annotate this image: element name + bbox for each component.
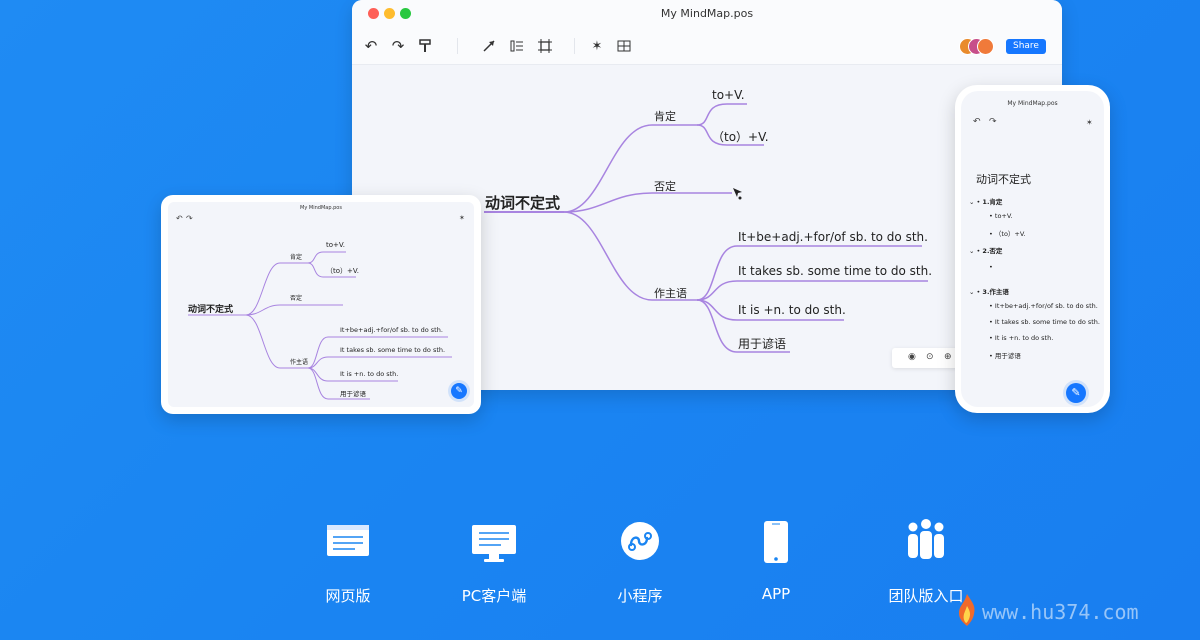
magic-icon[interactable]: ✶ [459,214,465,222]
maximize-window-button[interactable] [400,8,411,19]
redo-icon[interactable]: ↷ [186,214,193,223]
arrow-icon[interactable] [480,37,498,55]
minimize-window-button[interactable] [384,8,395,19]
mindmap-leaf-node[interactable]: It is +n. to do sth. [738,303,846,317]
mindmap-leaf-node[interactable]: It+be+adj.+for/of sb. to do sth. [340,326,443,334]
flame-logo-icon [959,594,975,626]
tablet-device: My MindMap.pos ↶ ↷ ✶ 动词不定式 肯定 to+V. （to）… [161,195,481,414]
platform-label: 小程序 [617,587,663,605]
outline-section-label: 3.作主语 [982,288,1009,296]
outline-item-label: （to）+V. [994,230,1026,238]
tablet-screen: My MindMap.pos ↶ ↷ ✶ 动词不定式 肯定 to+V. （to）… [168,202,474,407]
site-watermark: www.hu374.com [950,590,1190,630]
toolbar-separator [457,38,458,54]
window-title: My MindMap.pos [1007,100,1058,107]
mindmap-leaf-node[interactable]: 用于谚语 [738,337,787,351]
watermark-text: www.hu374.com [982,600,1139,624]
mindmap-leaf-node[interactable]: to+V. [326,241,346,249]
outline-item-label: 用于谚语 [994,352,1021,360]
outline-section[interactable]: ⌄ • 3.作主语 [969,288,1009,296]
redo-icon[interactable]: ↷ [391,37,405,55]
mindmap-leaf-node[interactable]: It takes sb. some time to do sth. [340,346,446,354]
outline-item-label: It is +n. to do sth. [994,334,1054,342]
platform-label: PC客户端 [461,587,527,605]
frame-icon[interactable] [536,37,554,55]
platform-label: 团队版入口 [888,587,964,605]
redo-icon[interactable]: ↷ [989,117,997,127]
outline-title: 动词不定式 [976,173,1031,186]
mindmap-branch-node[interactable]: 否定 [654,180,676,193]
edit-pen-icon[interactable]: ✎ [451,383,467,399]
platform-pc[interactable]: PC客户端 [429,518,559,608]
mindmap-leaf-node[interactable]: （to）+V. [326,267,360,275]
mindmap-leaf-node[interactable]: （to）+V. [712,130,769,144]
mindmap-branch-node[interactable]: 作主语 [290,359,309,366]
window-title: My MindMap.pos [660,7,754,20]
mindmap-leaf-node[interactable]: 用于谚语 [340,390,366,398]
outline-item[interactable]: • （to）+V. [989,230,1026,238]
mindmap-leaf-node[interactable]: It+be+adj.+for/of sb. to do sth. [738,230,928,244]
mobile-phone-icon [764,521,788,563]
toolbar: ↶ ↷ ✶ Share [352,28,1062,65]
layout-icon[interactable] [615,37,633,55]
phone-device: My MindMap.pos ↶ ↷ ✶ 动词不定式 ⌄ • 1.肯定 • to… [955,85,1110,413]
platform-label: APP [761,585,791,603]
outline-item[interactable]: • [989,263,993,271]
mindmap-branches [188,251,452,400]
focus-icon[interactable]: ⊙ [926,352,934,362]
outline-item-label: It+be+adj.+for/of sb. to do sth. [994,302,1098,310]
magic-icon[interactable]: ✶ [591,38,603,54]
outline-item[interactable]: • It takes sb. some time to do sth. [989,318,1100,326]
outline-item-label: It takes sb. some time to do sth. [994,318,1100,326]
close-window-button[interactable] [368,8,379,19]
platform-mini-program[interactable]: 小程序 [575,518,705,608]
mouse-cursor-icon [732,186,746,205]
mindmap-branch-node[interactable]: 作主语 [654,287,687,300]
mini-program-icon [621,522,659,560]
edit-pen-icon[interactable]: ✎ [1066,383,1086,403]
outline-section[interactable]: ⌄ • 2.否定 [969,247,1003,255]
toolbar-separator [574,38,575,54]
mindmap-branches [484,103,928,353]
outline-item[interactable]: • It is +n. to do sth. [989,334,1054,342]
undo-icon[interactable]: ↶ [973,117,981,127]
insert-row-icon[interactable] [508,37,526,55]
outline-item[interactable]: • 用于谚语 [989,352,1021,360]
desktop-monitor-icon [472,525,516,562]
outline-item[interactable]: • It+be+adj.+for/of sb. to do sth. [989,302,1098,310]
mindmap-root-node[interactable]: 动词不定式 [485,194,561,212]
mindmap-root-node[interactable]: 动词不定式 [188,305,234,315]
outline-section[interactable]: ⌄ • 1.肯定 [969,198,1003,206]
platform-app[interactable]: APP [711,518,841,608]
platform-label: 网页版 [325,587,371,605]
mindmap-leaf-node[interactable]: It takes sb. some time to do sth. [738,264,933,278]
collaborator-avatars[interactable] [959,38,997,55]
mindmap-leaf-node[interactable]: It is +n. to do sth. [340,370,399,378]
phone-screen: My MindMap.pos ↶ ↷ ✶ 动词不定式 ⌄ • 1.肯定 • to… [961,91,1104,407]
outline-section-label: 2.否定 [982,247,1003,255]
view-eye-icon[interactable]: ◉ [908,352,916,362]
zoom-controls: ◉ ⊙ ⊕ [892,348,972,368]
web-browser-icon [327,525,369,556]
mindmap-branch-node[interactable]: 肯定 [290,254,303,261]
undo-icon[interactable]: ↶ [176,214,183,223]
platform-team[interactable]: 团队版入口 [861,518,991,608]
outline-item-label: to+V. [994,212,1013,220]
mindmap-branch-node[interactable]: 否定 [290,295,303,302]
outline-section-label: 1.肯定 [982,198,1003,206]
team-icon [908,519,944,559]
window-title: My MindMap.pos [300,205,342,211]
share-button[interactable]: Share [1006,39,1046,54]
platform-web[interactable]: 网页版 [283,518,413,608]
mindmap-leaf-node[interactable]: to+V. [712,88,745,102]
zoom-icon[interactable]: ⊕ [944,352,952,362]
avatar[interactable] [977,38,994,55]
format-painter-icon[interactable] [416,37,434,55]
window-titlebar: My MindMap.pos [352,0,1062,28]
outline-item[interactable]: • to+V. [989,212,1013,220]
magic-icon[interactable]: ✶ [1086,118,1093,127]
undo-icon[interactable]: ↶ [364,37,378,55]
mindmap-branch-node[interactable]: 肯定 [654,110,676,123]
